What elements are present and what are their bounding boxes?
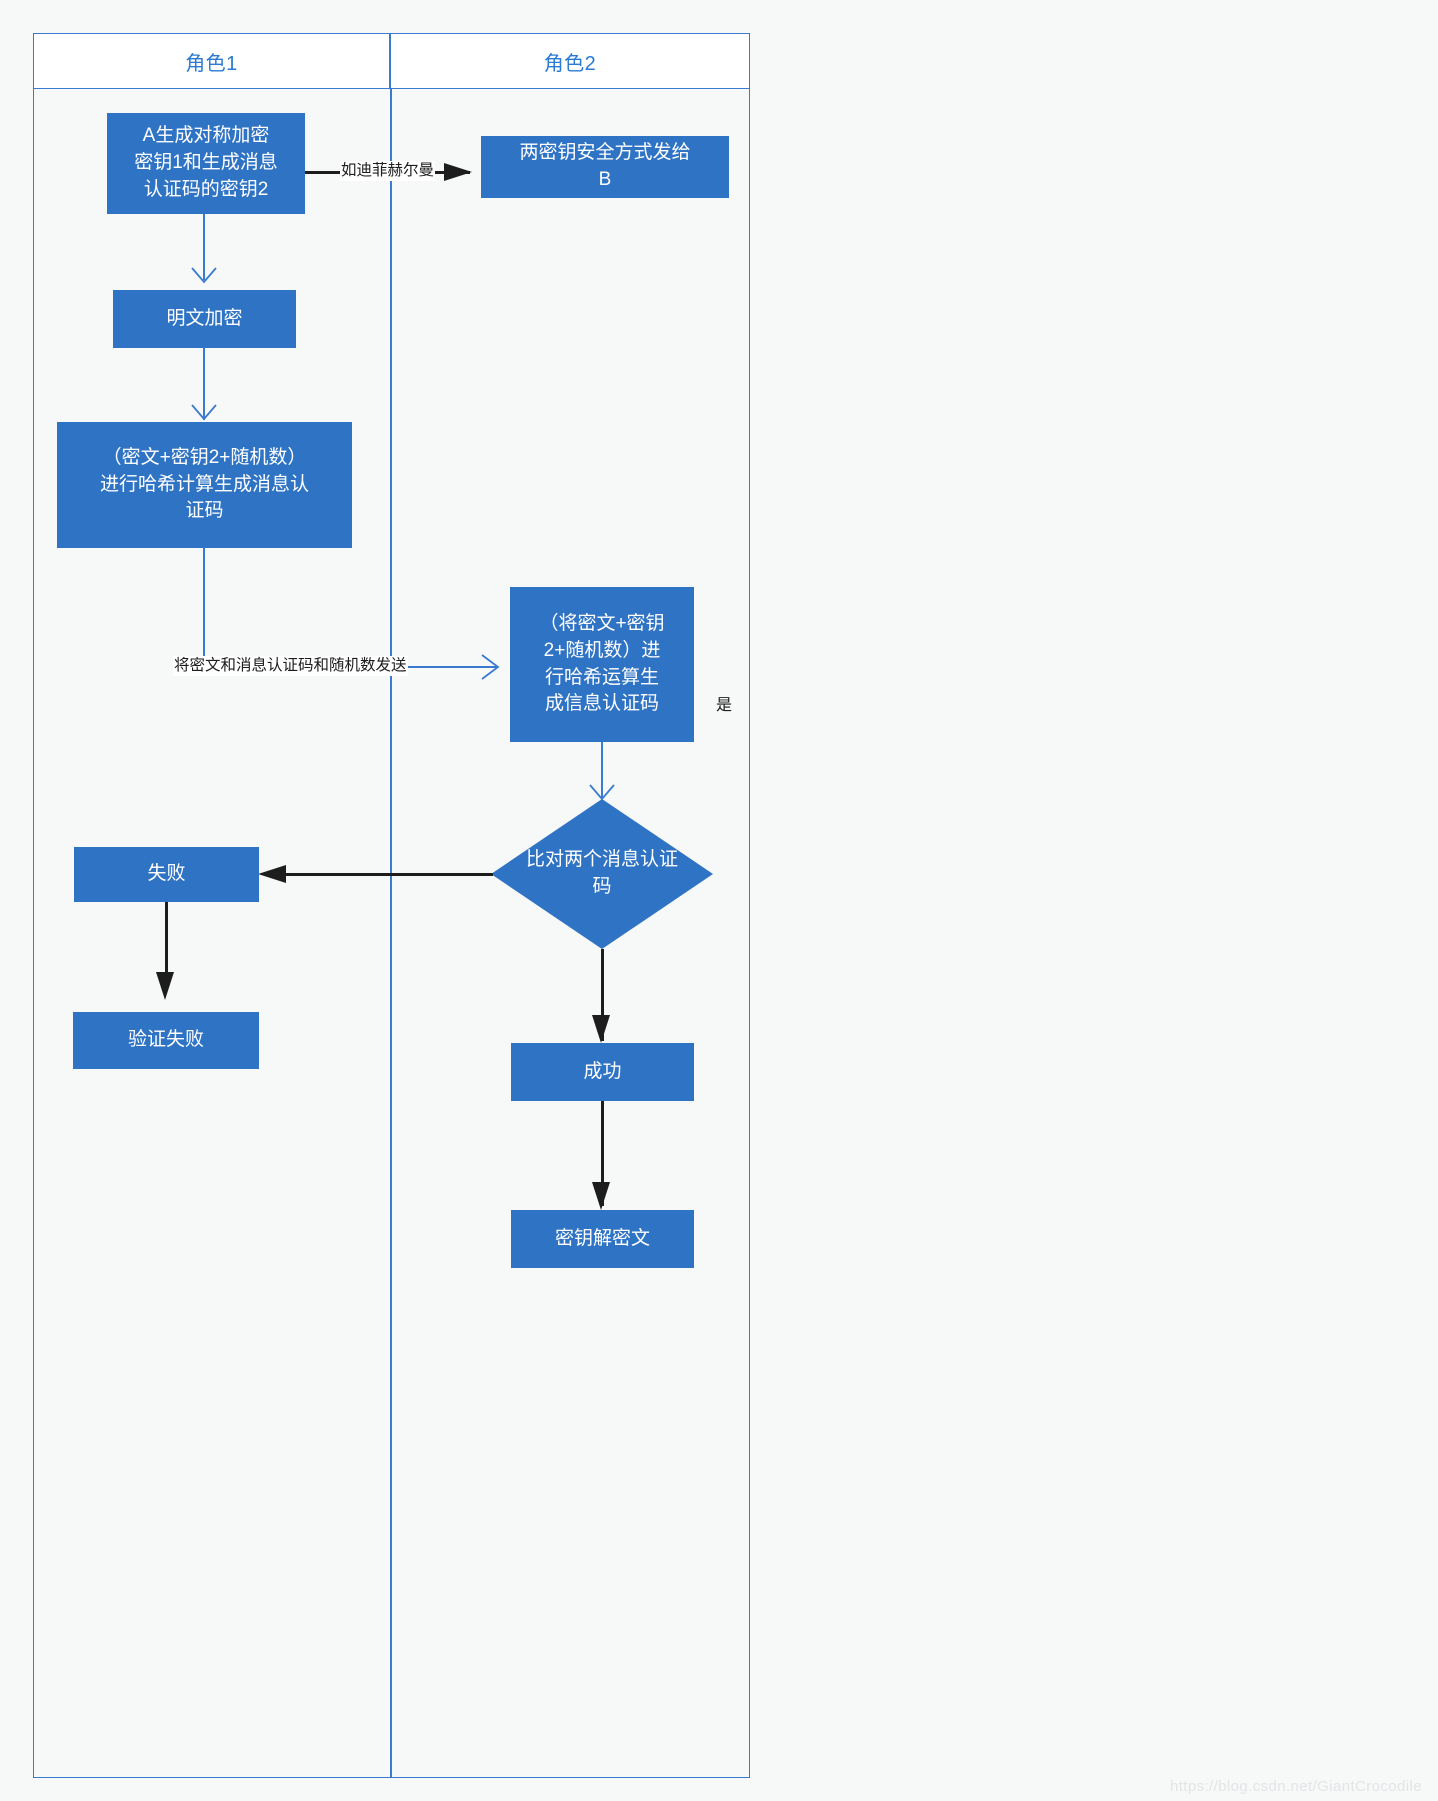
edge-n6-n7-line xyxy=(278,873,493,876)
label-yes: 是 xyxy=(716,697,733,714)
edge-label-diffie-hellman: 如迪菲赫尔曼 xyxy=(340,161,436,181)
lane-header-role2: 角色2 xyxy=(390,33,750,89)
edge-n4-n5-vertical xyxy=(203,548,205,667)
node-verification-failed[interactable]: 验证失败 xyxy=(73,1012,259,1069)
node-send-keys-to-b[interactable]: 两密钥安全方式发给 B xyxy=(481,136,729,198)
edge-n7-n8-line xyxy=(165,902,168,990)
lane-divider xyxy=(390,89,392,1778)
decision-label: 比对两个消息认证 码 xyxy=(525,849,678,897)
edge-n9-n10-line xyxy=(601,1101,604,1206)
node-decrypt-with-key[interactable]: 密钥解密文 xyxy=(511,1210,694,1268)
edge-n1-n3-arrowhead xyxy=(190,266,217,284)
node-recompute-mac[interactable]: （将密文+密钥 2+随机数）进 行哈希运算生 成信息认证码 xyxy=(510,587,694,742)
edge-n9-n10-arrowhead xyxy=(590,1182,612,1210)
edge-n5-n6-line xyxy=(601,742,603,798)
edge-n1-n2-arrowhead xyxy=(444,161,472,183)
node-plaintext-encrypt[interactable]: 明文加密 xyxy=(113,290,296,348)
edge-n3-n4-line xyxy=(203,348,205,420)
lane-label-role1: 角色1 xyxy=(185,52,238,75)
edge-n7-n8-arrowhead xyxy=(154,972,176,1000)
lane-label-role2: 角色2 xyxy=(543,52,597,75)
node-generate-keys[interactable]: A生成对称加密 密钥1和生成消息 认证码的密钥2 xyxy=(107,113,305,214)
edge-n1-n3-line xyxy=(203,214,205,280)
edge-n6-n7-arrowhead xyxy=(258,863,286,885)
watermark: https://blog.csdn.net/GiantCrocodile xyxy=(1169,1778,1422,1795)
lane-header-role1: 角色1 xyxy=(33,33,390,89)
edge-n5-n6-arrowhead xyxy=(588,783,615,801)
node-hash-compute-mac[interactable]: （密文+密钥2+随机数） 进行哈希计算生成消息认 证码 xyxy=(57,422,352,548)
edge-n6-n9-line xyxy=(601,949,604,1041)
node-success[interactable]: 成功 xyxy=(511,1043,694,1101)
edge-n6-n9-arrowhead xyxy=(590,1015,612,1043)
edge-n3-n4-arrowhead xyxy=(190,403,217,421)
node-failure[interactable]: 失败 xyxy=(74,847,259,902)
edge-label-send-ciphertext: 将密文和消息认证码和随机数发送 xyxy=(173,656,408,676)
edge-n4-n5-arrowhead xyxy=(480,653,500,681)
node-compare-macs[interactable]: 比对两个消息认证 码 xyxy=(491,799,713,949)
